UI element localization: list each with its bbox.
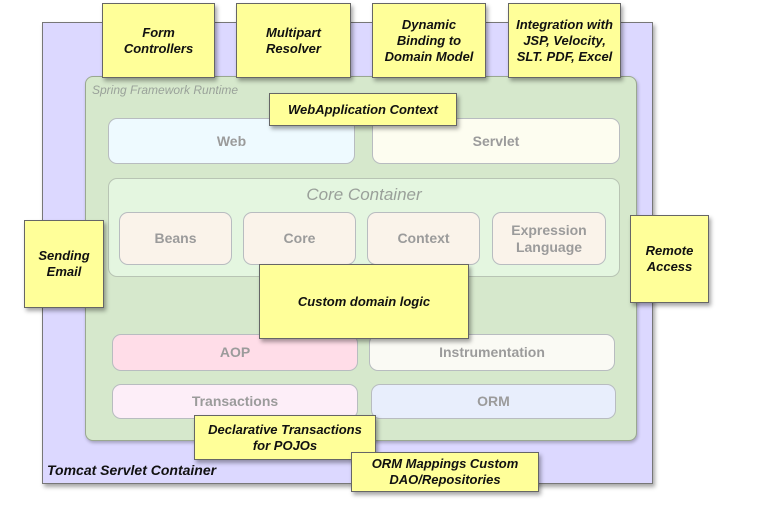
note-dynamic-binding: Dynamic Binding to Domain Model — [372, 3, 486, 78]
module-aop: AOP — [112, 334, 358, 371]
note-webapplication-context: WebApplication Context — [269, 93, 457, 126]
module-transactions: Transactions — [112, 384, 358, 419]
module-core: Core — [243, 212, 356, 265]
module-orm: ORM — [371, 384, 616, 419]
core-container-label: Core Container — [306, 185, 422, 204]
note-integration: Integration with JSP, Velocity, SLT. PDF… — [508, 3, 621, 78]
note-multipart-resolver: Multipart Resolver — [236, 3, 351, 78]
note-orm-mappings: ORM Mappings Custom DAO/Repositories — [351, 452, 539, 492]
note-declarative-transactions: Declarative Transactions for POJOs — [194, 415, 376, 460]
module-expression-language: Expression Language — [492, 212, 606, 265]
runtime-label: Spring Framework Runtime — [92, 83, 239, 97]
module-instrumentation: Instrumentation — [369, 334, 615, 371]
note-custom-domain-logic: Custom domain logic — [259, 264, 469, 339]
note-sending-email: Sending Email — [24, 220, 104, 308]
tomcat-container-label: Tomcat Servlet Container — [47, 462, 217, 478]
module-beans: Beans — [119, 212, 232, 265]
note-remote-access: Remote Access — [630, 215, 709, 303]
module-web: Web — [108, 118, 355, 164]
note-form-controllers: Form Controllers — [102, 3, 215, 78]
module-context: Context — [367, 212, 480, 265]
